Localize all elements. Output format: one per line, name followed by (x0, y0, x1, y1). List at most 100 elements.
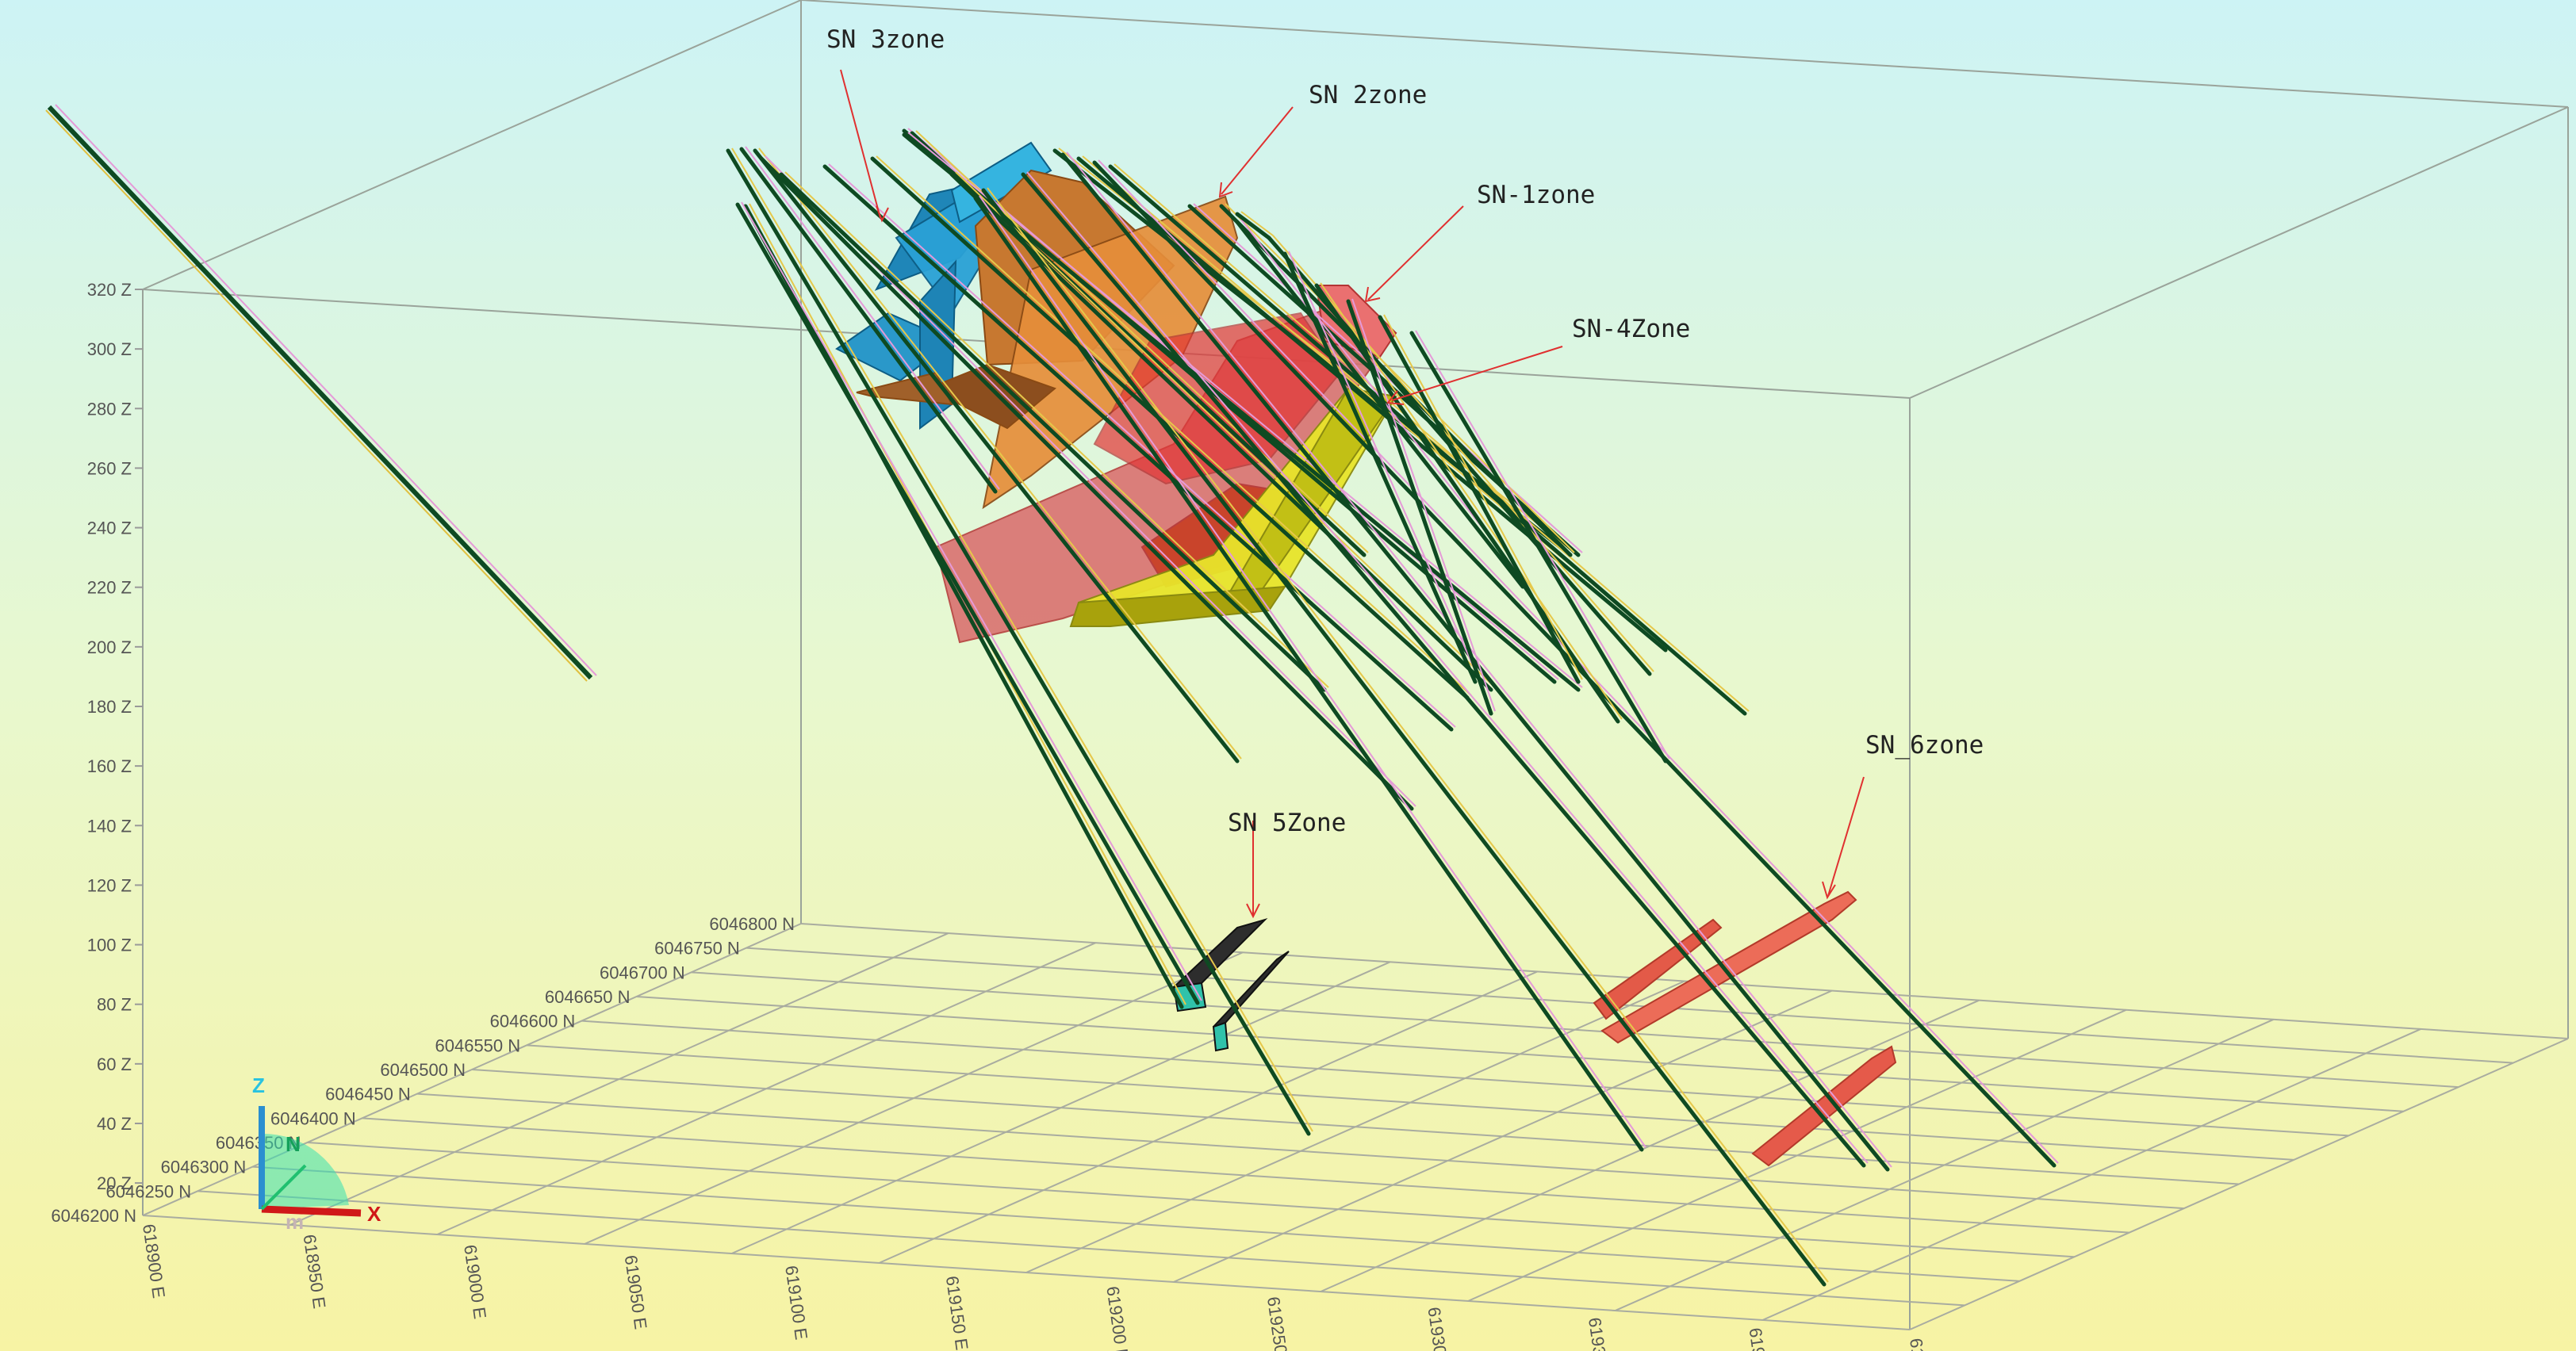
drillhole-trace (822, 164, 1454, 732)
z-tick-label: 100 Z (87, 936, 132, 955)
drillhole-assay-trace (1320, 282, 1623, 720)
drillhole-trace (739, 147, 998, 494)
drillhole-assay-trace (979, 195, 1646, 1148)
floor-grid-northing-line (252, 1165, 2020, 1282)
zone-label-sn3: SN 3zone (826, 25, 945, 54)
orientation-axis-widget[interactable]: Z X N m (252, 1074, 381, 1234)
drillhole-assay-trace (745, 146, 1000, 490)
drillhole-trace (1235, 220, 1525, 589)
drillhole-assay-trace (1026, 171, 1869, 1164)
drillhole[interactable] (870, 155, 1472, 700)
drillhole[interactable] (949, 171, 1496, 692)
drillhole[interactable] (735, 201, 1202, 1005)
z-tick-label: 160 Z (87, 756, 132, 776)
z-tick-label: 40 Z (97, 1114, 132, 1134)
axis-widget-m-label: m (286, 1210, 304, 1234)
drillhole[interactable] (902, 132, 1583, 692)
northing-tick-label: 6046200 N (51, 1206, 136, 1226)
drillhole[interactable] (1108, 163, 1750, 716)
floor-grid-northing-line (197, 1190, 1965, 1307)
drillhole-trace (1409, 331, 1668, 764)
northing-tick-label: 6046550 N (435, 1035, 521, 1055)
axis-widget-x-label: X (367, 1202, 381, 1226)
z-tick-label: 120 Z (87, 875, 132, 895)
drillhole-trace (779, 172, 1327, 692)
floor-grid-northing-line (800, 923, 2569, 1039)
drillhole-assay-trace (876, 155, 1472, 696)
drillhole[interactable] (726, 147, 1313, 1136)
z-tick-label: 20 Z (97, 1173, 132, 1193)
z-tick-label: 180 Z (87, 697, 132, 717)
drillhole-assay-trace (1114, 163, 1750, 712)
drillhole-trace (753, 148, 1240, 764)
floor-grid-northing-line (307, 1142, 2075, 1258)
z-tick-label: 200 Z (87, 637, 132, 657)
northing-tick-label: 6046250 N (106, 1181, 192, 1201)
drillhole[interactable] (1021, 171, 1869, 1168)
drillhole-assay-trace (1272, 235, 1654, 672)
northing-tick-label: 6046650 N (545, 987, 631, 1007)
drillhole[interactable] (822, 163, 1456, 732)
drillhole-trace (735, 202, 1200, 1005)
drillhole-assay-trace (1225, 203, 1575, 553)
northing-tick-label: 6046800 N (709, 914, 795, 934)
axis-widget-n-label: N (286, 1132, 301, 1156)
drillhole[interactable] (1235, 211, 1274, 240)
drillhole[interactable] (779, 171, 1329, 692)
floor-grid-northing-line (142, 1215, 1911, 1330)
drillhole[interactable] (1409, 330, 1670, 764)
drillhole-trace (1076, 156, 1668, 653)
floor-grid-northing-line (691, 971, 2459, 1089)
drillhole-trace (973, 196, 1644, 1152)
drillhole-assay-trace (1383, 314, 1583, 680)
drillhole-assay-trace (1193, 203, 1583, 553)
drillhole-assay-trace (784, 171, 1329, 688)
drillhole-isolated[interactable] (45, 104, 597, 682)
drillhole-trace (726, 148, 1311, 1136)
drillhole-trace (870, 156, 1470, 700)
drillhole[interactable] (981, 187, 1829, 1287)
floor-grid-northing-line (636, 996, 2404, 1112)
drillhole-trace (1108, 164, 1747, 716)
northing-tick-label: 6046600 N (490, 1012, 576, 1031)
z-tick-label: 280 Z (87, 399, 132, 419)
z-tick-label: 240 Z (87, 519, 132, 538)
drillhole-assay-trace (1415, 330, 1670, 760)
drillhole-assay-trace (987, 187, 1829, 1283)
northing-tick-label: 6046700 N (600, 963, 685, 982)
drillhole[interactable] (1282, 251, 1480, 684)
z-tick-label: 220 Z (87, 578, 132, 598)
drillhole[interactable] (1346, 298, 1496, 716)
floor-grid-northing-line (471, 1069, 2240, 1185)
drillhole[interactable] (753, 147, 1242, 764)
drillhole-assay-trace (1066, 151, 1892, 1168)
northing-tick-label: 6046500 N (380, 1060, 466, 1080)
drillhole-assay-trace (1351, 298, 1496, 712)
drillhole-trace (743, 204, 1184, 1009)
northing-tick-label: 6046400 N (270, 1108, 356, 1128)
zone-label-sn6: SN_6zone (1865, 731, 1984, 760)
zone-label-sn2: SN 2zone (1309, 81, 1427, 109)
z-tick-label: 80 Z (97, 995, 132, 1015)
axis-widget-quadrant (262, 1133, 349, 1209)
drillhole-trace (1235, 212, 1271, 240)
zone-leader-lines (840, 69, 1865, 919)
z-tick-label: 140 Z (87, 816, 132, 836)
drillhole-trace (949, 172, 1493, 692)
drillhole[interactable] (739, 146, 1000, 494)
floor-grid-northing-line (527, 1044, 2294, 1161)
northing-tick-label: 6046300 N (161, 1158, 247, 1177)
floor-grid-northing-line (581, 1020, 2349, 1137)
axis-widget-x-arrow (261, 1205, 362, 1217)
drillhole-group[interactable] (726, 128, 2059, 1287)
zone-label-sn4: SN-4Zone (1572, 315, 1690, 343)
drillhole-trace (759, 156, 1414, 811)
drillhole[interactable] (973, 195, 1646, 1152)
drillhole-assay-trace (907, 132, 1583, 688)
floor-grid (142, 923, 2569, 1330)
drillhole[interactable] (1378, 314, 1583, 684)
